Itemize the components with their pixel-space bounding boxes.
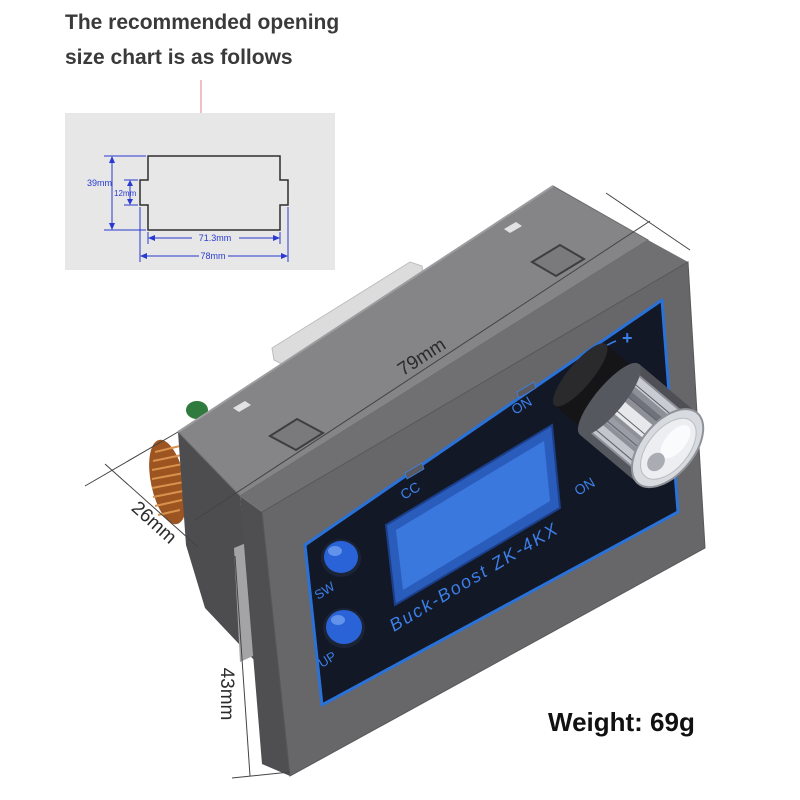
notch-label: 12mm xyxy=(114,189,137,198)
inner-width-label: 71.3mm xyxy=(199,233,232,243)
chart-dimension-lines xyxy=(104,155,289,262)
coil-winding xyxy=(154,445,181,453)
coil-body xyxy=(149,439,187,525)
dimension-lines xyxy=(84,192,691,779)
mounting-clip xyxy=(530,243,586,278)
knob-plus-label: + xyxy=(622,328,633,348)
coil-winding xyxy=(151,463,184,471)
knob-shaft xyxy=(554,344,637,432)
chart-arrowheads xyxy=(109,156,288,259)
weight-label: Weight: 69g xyxy=(548,707,695,737)
heading-line-1: The recommended opening xyxy=(65,11,339,34)
arrowhead xyxy=(109,156,115,163)
knob-shade xyxy=(579,428,644,484)
knob-face-highlight xyxy=(660,425,691,459)
arrowhead xyxy=(109,223,115,230)
up-button-highlight xyxy=(331,615,345,625)
arrowhead xyxy=(127,180,133,186)
sw-button-cap[interactable] xyxy=(324,541,358,573)
buck-boost-module: CC ON Buck-Boost ZK-4KX ON SW UP + xyxy=(149,185,717,777)
top-slot xyxy=(504,222,522,233)
depth-dimension-line xyxy=(104,463,199,548)
coil-winding xyxy=(154,499,183,507)
height-dimension-line xyxy=(234,555,251,777)
length-dimension-line xyxy=(194,220,651,521)
arrowhead xyxy=(281,253,288,259)
knob-shaft-end xyxy=(552,343,608,407)
knob-back-rim xyxy=(577,362,641,436)
coil-winding xyxy=(152,490,184,498)
up-button-cap[interactable] xyxy=(326,610,362,644)
extension-line-bottom xyxy=(231,771,291,779)
opening-outline xyxy=(139,155,289,231)
arrowhead xyxy=(148,235,155,241)
heading-line-2: size chart is as follows xyxy=(65,46,293,69)
bezel-top-side xyxy=(240,240,688,512)
outer-width-label: 78mm xyxy=(200,251,225,261)
cc-indicator-led xyxy=(404,462,425,480)
bezel-left-side xyxy=(240,496,290,776)
coil-winding xyxy=(151,472,185,480)
inductor-coil xyxy=(149,439,187,525)
sw-button-highlight xyxy=(328,546,342,556)
housing-left-face xyxy=(178,432,256,662)
extension-line-back xyxy=(84,431,179,487)
opening-size-chart: 39mm 12mm 71.3mm 78mm xyxy=(65,113,335,270)
housing-top-edge xyxy=(177,185,554,433)
on-indicator-led xyxy=(516,381,537,399)
adjust-knob[interactable] xyxy=(541,332,717,500)
knob-face-reflection xyxy=(647,452,665,472)
extension-line-right xyxy=(605,192,691,251)
knob-shade xyxy=(633,364,698,420)
arrowhead xyxy=(273,235,280,241)
mounting-clip xyxy=(268,417,325,452)
up-button[interactable] xyxy=(323,608,365,648)
arrowhead xyxy=(127,199,133,205)
green-component xyxy=(186,401,208,419)
sw-button[interactable] xyxy=(321,539,361,577)
lcd-screen-inner xyxy=(396,441,550,590)
top-slot xyxy=(233,401,251,412)
arrowhead xyxy=(140,253,147,259)
height-label: 43mm xyxy=(216,668,237,721)
chart-background xyxy=(65,113,335,270)
coil-winding xyxy=(151,481,185,489)
coil-winding xyxy=(152,454,183,462)
height-label: 39mm xyxy=(87,178,112,188)
